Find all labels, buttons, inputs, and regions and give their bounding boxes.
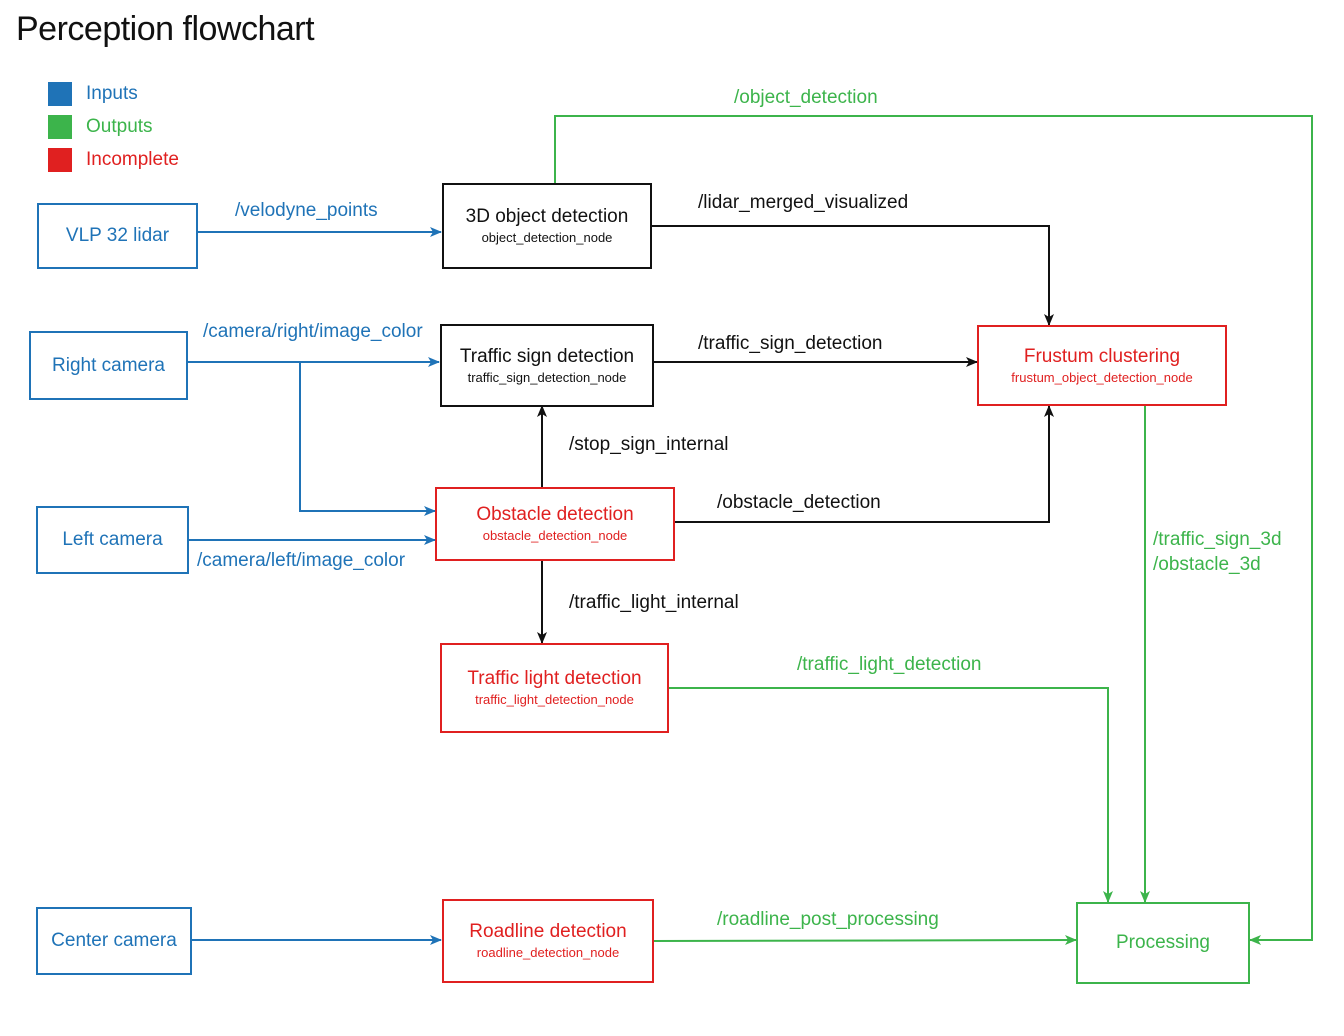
node-name: Obstacle detection [476, 504, 634, 525]
node-name: Roadline detection [469, 921, 627, 942]
node-name: Traffic sign detection [459, 345, 635, 367]
label-obstacle-3d: /obstacle_3d [1153, 554, 1261, 575]
label-roadline-post-processing: /roadline_post_processing [717, 909, 939, 930]
label-camera-left: /camera/left/image_color [197, 550, 406, 571]
traffic-light-detection-node[interactable]: Traffic light detection traffic_light_de… [440, 643, 669, 733]
roadline-detection-node[interactable]: Roadline detection roadline_detection_no… [442, 899, 654, 983]
node-subtitle: object_detection_node [481, 230, 613, 245]
processing-node[interactable]: Processing [1076, 902, 1250, 984]
right-camera-node[interactable]: Right camera [29, 331, 188, 400]
incomplete-swatch [48, 148, 72, 172]
edge-lidar-merged [651, 225, 1054, 326]
node-name: Frustum clustering [1023, 345, 1181, 367]
label-camera-right: /camera/right/image_color [203, 321, 423, 342]
legend-label: Outputs [86, 116, 153, 137]
legend-label: Incomplete [86, 149, 179, 170]
inputs-swatch [48, 82, 72, 106]
outputs-swatch [48, 115, 72, 139]
label-traffic-sign-detection: /traffic_sign_detection [698, 333, 883, 354]
label-stop-sign-internal: /stop_sign_internal [569, 434, 729, 455]
edge-traffic-light-detection [668, 687, 1113, 903]
page-title: Perception flowchart [16, 10, 315, 48]
label-traffic-light-internal: /traffic_light_internal [569, 592, 739, 613]
legend-label: Inputs [86, 83, 138, 104]
node-subtitle: traffic_sign_detection_node [467, 369, 627, 385]
node-name: VLP 32 lidar [65, 225, 170, 246]
label-velodyne-points: /velodyne_points [235, 200, 378, 221]
label-traffic-sign-3d: /traffic_sign_3d [1153, 529, 1282, 550]
legend-item-incomplete: Incomplete [48, 148, 179, 172]
obstacle-detection-node[interactable]: Obstacle detection obstacle_detection_no… [435, 487, 675, 561]
node-subtitle: frustum_object_detection_node [1011, 369, 1193, 385]
node-name: Traffic light detection [467, 668, 642, 689]
label-traffic-light-detection: /traffic_light_detection [797, 654, 982, 675]
label-object-detection: /object_detection [734, 87, 878, 108]
node-name: 3D object detection [465, 206, 629, 227]
node-subtitle: traffic_light_detection_node [475, 692, 634, 707]
legend-item-outputs: Outputs [48, 115, 153, 139]
node-name: Left camera [62, 529, 163, 550]
label-lidar-merged-visualized: /lidar_merged_visualized [698, 192, 909, 213]
object-3d-detection-node[interactable]: 3D object detection object_detection_nod… [442, 183, 652, 269]
edge-object-detection [554, 115, 1313, 945]
vlp32-lidar-node[interactable]: VLP 32 lidar [37, 203, 198, 269]
left-camera-node[interactable]: Left camera [36, 506, 189, 574]
node-name: Right camera [52, 354, 165, 376]
node-name: Processing [1116, 932, 1210, 953]
edge-obstacle-detection [674, 405, 1054, 523]
label-obstacle-detection: /obstacle_detection [717, 492, 881, 513]
node-subtitle: roadline_detection_node [476, 945, 620, 960]
edge-right-camera-to-obstacle [299, 362, 436, 516]
node-name: Center camera [51, 930, 177, 951]
node-subtitle: obstacle_detection_node [482, 528, 628, 543]
center-camera-node[interactable]: Center camera [36, 907, 192, 975]
edge-roadline-post-processing [652, 935, 1077, 946]
frustum-clustering-node[interactable]: Frustum clustering frustum_object_detect… [977, 325, 1227, 406]
traffic-sign-detection-node[interactable]: Traffic sign detection traffic_sign_dete… [440, 324, 654, 407]
legend-item-inputs: Inputs [48, 82, 138, 106]
